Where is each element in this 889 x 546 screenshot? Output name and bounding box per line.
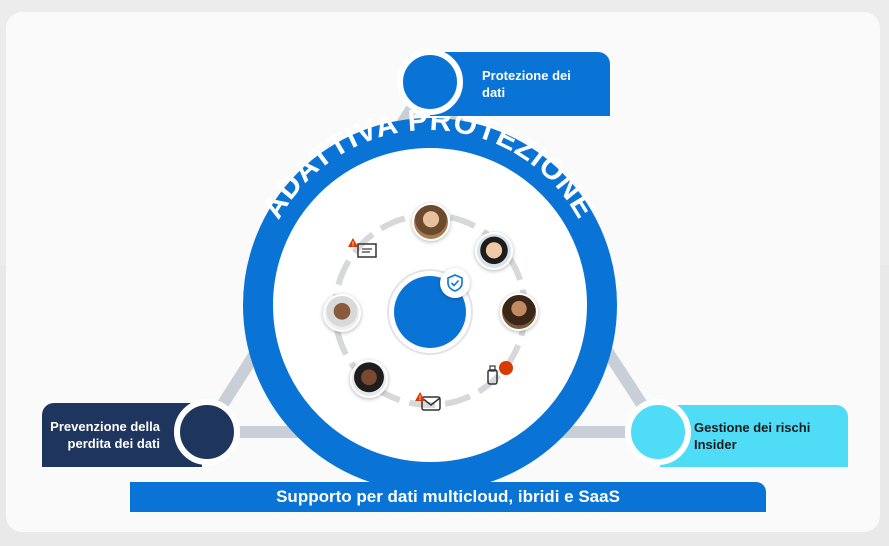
label-right-text: Gestione dei rischi Insider [694, 420, 811, 452]
avatar-lower-left [350, 360, 388, 398]
avatar-upper-right [475, 232, 513, 270]
usb-alert-icon [487, 361, 513, 385]
avatar-left [323, 294, 361, 332]
shield-check-icon [440, 268, 470, 298]
chat-warning-icon: ! [348, 238, 377, 258]
avatar-right [500, 293, 538, 331]
label-insider-risk: Gestione dei rischi Insider [660, 405, 848, 467]
label-left-text: Prevenzione della perdita dei dati [50, 419, 160, 451]
label-top-text: Protezione dei dati [482, 68, 571, 100]
bottom-banner: Supporto per dati multicloud, ibridi e S… [130, 482, 766, 512]
bottom-banner-text: Supporto per dati multicloud, ibridi e S… [276, 487, 620, 506]
mail-warning-icon: ! [415, 392, 441, 411]
label-data-protection: Protezione dei dati [430, 52, 610, 116]
svg-text:!: ! [419, 396, 421, 402]
avatar-top [412, 203, 450, 241]
svg-text:!: ! [352, 242, 354, 248]
label-data-loss-prevention: Prevenzione della perdita dei dati [42, 403, 202, 467]
